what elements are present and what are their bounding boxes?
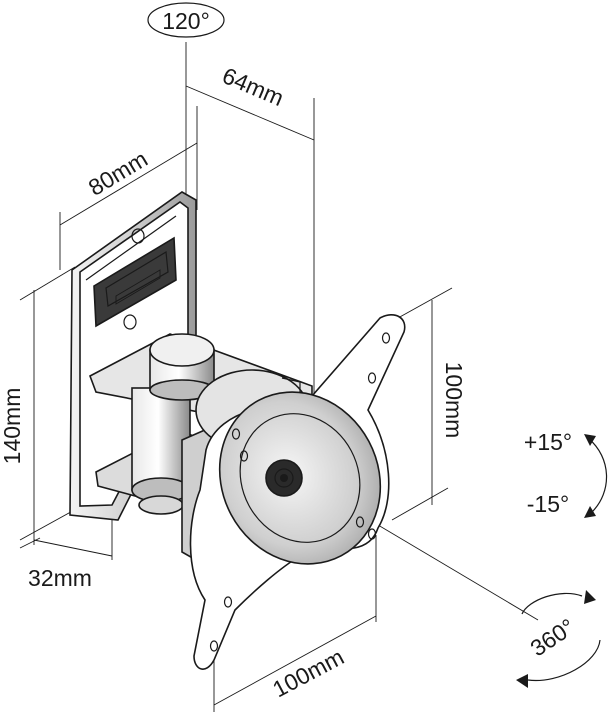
tilt-up-label: +15°	[524, 429, 572, 455]
rotation-arrow	[516, 590, 601, 688]
vesa-vertical-label: 100mm	[441, 362, 467, 439]
swivel-angle-label: 120°	[162, 8, 210, 34]
vesa-hole	[239, 450, 249, 462]
tilt-arrow	[584, 434, 608, 518]
vesa-plate	[189, 314, 406, 670]
vesa-hole	[367, 372, 377, 384]
mount-hole-top	[131, 228, 145, 244]
vesa-hole	[381, 332, 391, 344]
rotation-label: 360°	[526, 613, 580, 661]
mount-hole-bottom	[123, 314, 137, 330]
arm-offset-label: 32mm	[28, 565, 92, 591]
vesa-hole	[209, 640, 219, 652]
tilt-down-label: -15°	[527, 491, 569, 517]
vesa-hole	[355, 516, 365, 528]
wall-plate-width-label: 80mm	[84, 146, 152, 201]
vesa-hole	[231, 428, 241, 440]
vesa-hole	[223, 596, 233, 608]
vesa-hole	[367, 528, 377, 540]
angle-120-badge	[147, 2, 225, 38]
wall-plate-height-label: 140mm	[0, 388, 25, 465]
vesa-horizontal-label: 100mm	[268, 643, 348, 702]
